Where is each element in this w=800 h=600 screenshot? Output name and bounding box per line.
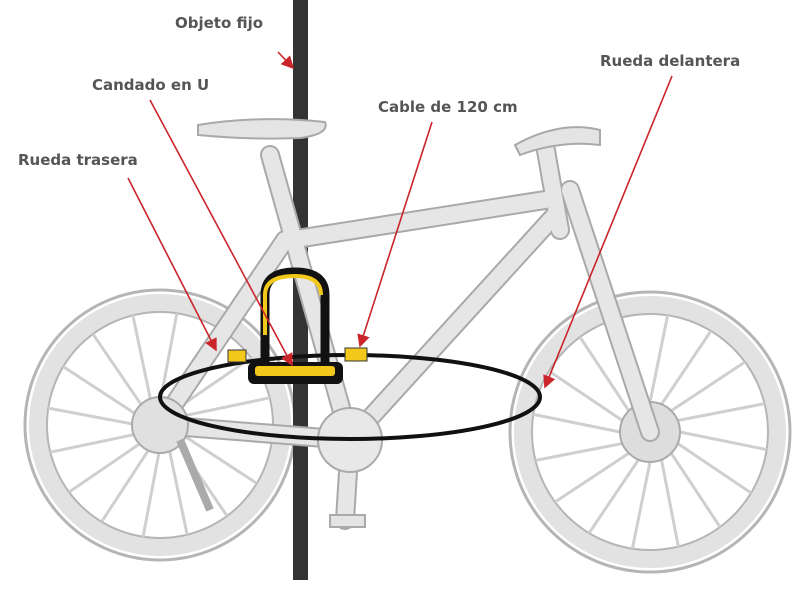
u-lock: [248, 267, 343, 384]
label-fixed-object: Objeto fijo: [175, 14, 263, 32]
wheel-spoke: [533, 412, 621, 434]
wheel-spoke: [62, 365, 141, 418]
label-u-lock: Candado en U: [92, 76, 209, 94]
wheel-spoke: [100, 444, 153, 523]
wheel-spoke: [679, 430, 767, 452]
wheel-spoke: [670, 360, 746, 413]
label-rear-wheel: Rueda trasera: [18, 151, 138, 169]
wheel-spoke: [677, 402, 765, 422]
wheel-spoke: [660, 330, 713, 406]
wheel-spoke: [630, 461, 652, 549]
arrow-rear-wheel: [127, 177, 217, 352]
wheel-spoke: [660, 459, 680, 547]
arrow-front-wheel: [543, 75, 673, 389]
wheel-spoke: [47, 406, 139, 427]
wheel-spoke: [578, 336, 631, 412]
wheel-spoke: [141, 446, 162, 538]
wheel-spoke: [648, 315, 670, 403]
cable-end-rear: [227, 349, 247, 363]
wheel-spoke: [554, 451, 630, 504]
wheel-spoke: [676, 442, 752, 495]
label-cable: Cable de 120 cm: [378, 98, 518, 116]
wheel-spoke: [587, 458, 640, 534]
wheel-spoke: [131, 315, 154, 405]
wheel-spoke: [166, 445, 189, 535]
wheel-spoke: [180, 396, 270, 419]
wheel-spoke: [669, 452, 722, 528]
bike-frame: [131, 118, 660, 530]
wheel-spoke: [548, 369, 624, 422]
wheel-spoke: [535, 442, 623, 462]
label-front-wheel: Rueda delantera: [600, 52, 740, 70]
wheel-spoke: [179, 432, 258, 485]
wheel-spoke: [50, 431, 140, 454]
arrow-fixed-object: [277, 51, 295, 70]
arrow-u-lock: [149, 99, 293, 367]
wheel-spoke: [68, 439, 146, 494]
arrow-cable: [357, 121, 433, 348]
cable-end-front: [344, 347, 368, 362]
wheel-spoke: [91, 333, 146, 411]
